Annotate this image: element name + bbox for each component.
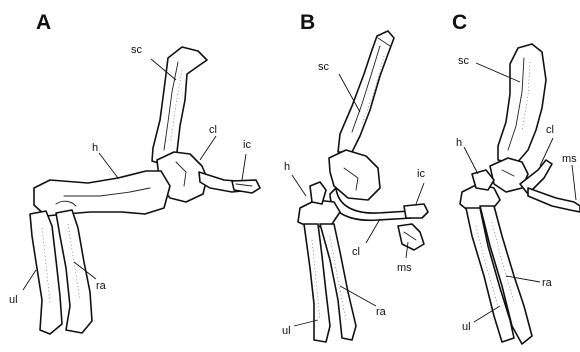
panel-b-label-ic: ic bbox=[417, 168, 425, 180]
panel-a-label-ra: ra bbox=[96, 280, 107, 292]
panel-a-label-cl: cl bbox=[209, 124, 217, 136]
panel-a-letter: A bbox=[36, 11, 51, 34]
panel-b: B sc h ic bbox=[282, 11, 428, 342]
panel-c-letter: C bbox=[452, 11, 467, 34]
panel-c-label-sc: sc bbox=[458, 55, 470, 67]
panel-a-humerus bbox=[34, 171, 170, 216]
panel-a: A sc cl ic h ra ul bbox=[9, 11, 260, 334]
panel-c-scapula bbox=[498, 44, 546, 164]
panel-b-interclavicle bbox=[404, 204, 428, 218]
panel-b-label-ms: ms bbox=[397, 262, 412, 274]
panel-c-label-ul: ul bbox=[462, 321, 471, 333]
panel-c: C sc cl h ms ra ul bbox=[452, 11, 580, 344]
panel-a-label-ic: ic bbox=[243, 139, 251, 151]
panel-a-interclavicle bbox=[232, 180, 260, 193]
panel-a-label-sc: sc bbox=[131, 44, 143, 56]
panel-c-label-ra: ra bbox=[542, 277, 553, 289]
panel-b-label-ra: ra bbox=[376, 306, 387, 318]
panel-b-label-ul: ul bbox=[282, 325, 291, 337]
panel-c-label-cl: cl bbox=[546, 124, 554, 136]
panel-c-label-h: h bbox=[456, 137, 462, 149]
panel-b-label-cl: cl bbox=[352, 246, 360, 258]
panel-b-letter: B bbox=[300, 11, 315, 34]
panel-a-label-ul: ul bbox=[9, 294, 18, 306]
panel-b-label-sc: sc bbox=[318, 61, 330, 73]
panel-a-label-h: h bbox=[92, 142, 98, 154]
panel-c-label-ms: ms bbox=[562, 153, 577, 165]
panel-a-scapula bbox=[152, 47, 207, 166]
panel-b-label-h: h bbox=[284, 161, 290, 173]
